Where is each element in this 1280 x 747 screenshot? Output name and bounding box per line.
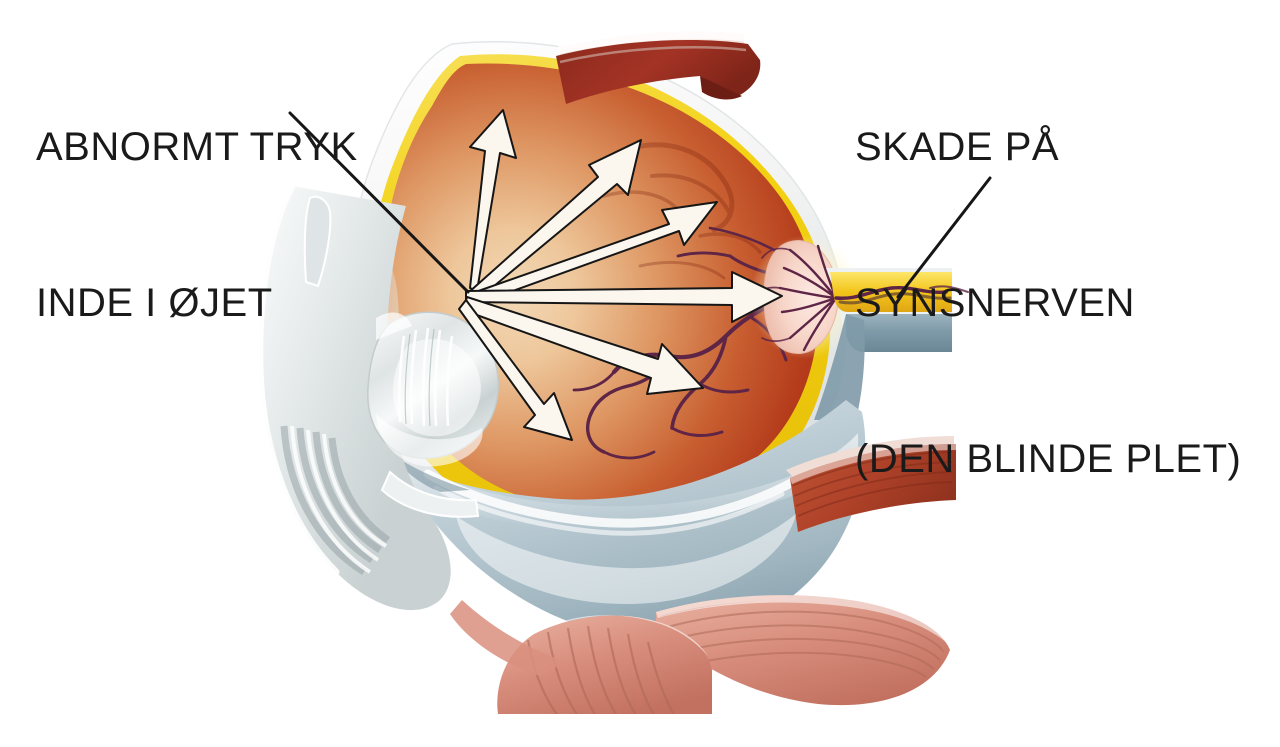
intraocular-pressure-arrows	[458, 109, 783, 441]
inferior-rectus-muscle-right	[656, 595, 950, 706]
cornea-anterior-chamber	[256, 182, 480, 611]
right-leader-line	[896, 176, 992, 299]
sclera-lower-body	[396, 400, 866, 641]
left-leader-line	[288, 111, 470, 294]
callout-leader-lines	[288, 111, 992, 299]
optic-nerve-stalk	[814, 268, 969, 420]
optic-disc-blind-spot	[750, 235, 862, 359]
crystalline-lens	[367, 311, 499, 467]
sclera-limbal-highlight	[456, 514, 796, 605]
zonular-fibers	[397, 327, 454, 427]
lateral-rectus-muscle	[786, 436, 956, 532]
superior-rectus-muscle	[556, 28, 761, 104]
inferior-rectus-muscle	[450, 600, 712, 714]
